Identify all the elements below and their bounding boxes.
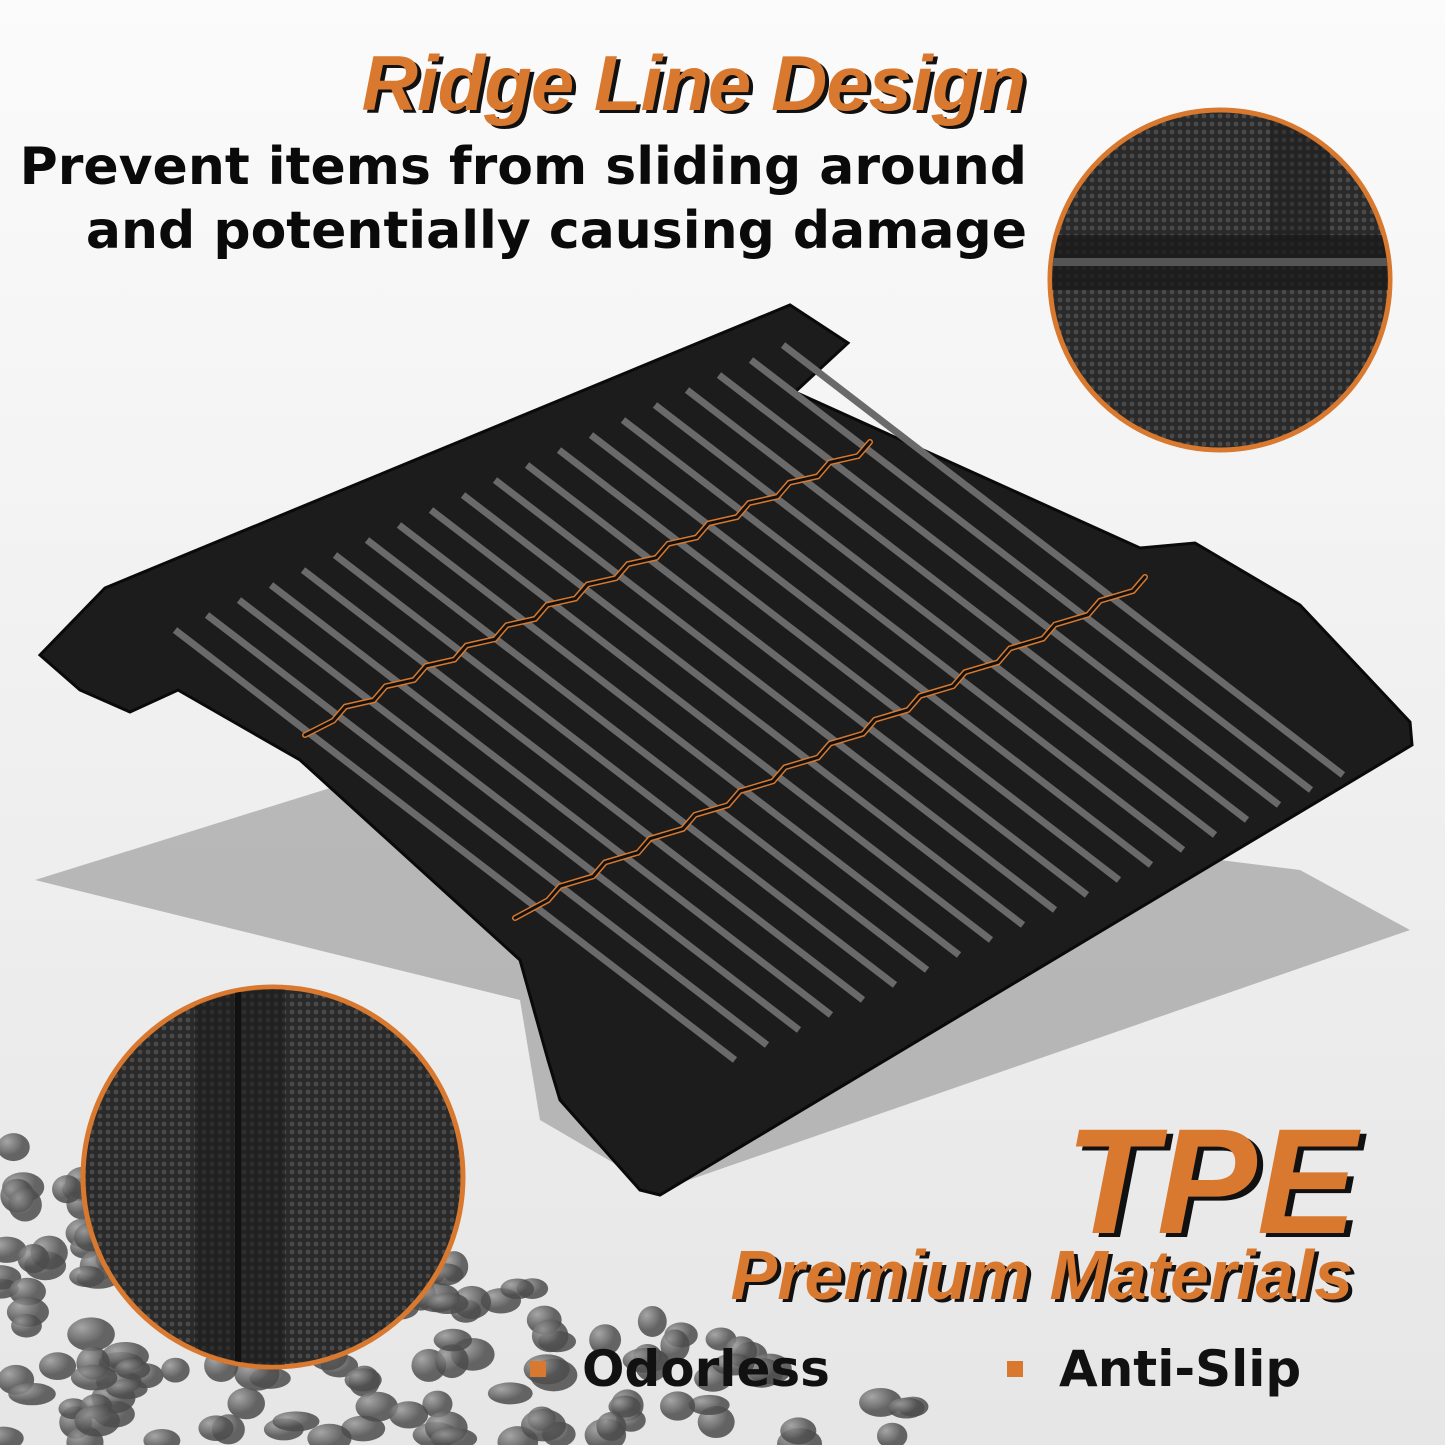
mat-rib [524, 462, 1090, 898]
bed-mat [37, 303, 1414, 1197]
pellet [67, 1317, 115, 1352]
pellet [430, 1427, 478, 1445]
mat-rib [492, 477, 1058, 913]
pellet [227, 1387, 266, 1420]
pellet [272, 1411, 320, 1432]
pellet [115, 1359, 151, 1380]
pellet [637, 1305, 667, 1337]
mat-rib [684, 387, 1250, 823]
feature-label: Anti-Slip [1059, 1340, 1302, 1398]
pellet [660, 1391, 696, 1421]
pellet [106, 1379, 148, 1400]
pellet [69, 1265, 105, 1288]
pellet [520, 1408, 566, 1442]
pellet [876, 1422, 908, 1445]
mat-rib [268, 582, 834, 1018]
pellet [38, 1352, 77, 1381]
pellet [143, 1428, 181, 1445]
pellet [608, 1395, 641, 1418]
pellet [422, 1390, 453, 1418]
pellet [344, 1368, 382, 1392]
pellet [161, 1357, 190, 1383]
pellet [500, 1278, 535, 1300]
pellet [74, 1405, 120, 1437]
mat-rib [780, 342, 1346, 778]
headline-subtitle-line1: Prevent items from sliding around [19, 137, 1027, 197]
mat-rib [588, 432, 1154, 868]
pellet [198, 1415, 234, 1442]
ridge-lines [302, 439, 1148, 921]
pellet [389, 1401, 429, 1429]
pellet [8, 1188, 42, 1222]
mat-rib [620, 417, 1186, 853]
mat-rib [716, 372, 1282, 808]
mat-rib [556, 447, 1122, 883]
material-title: TPE [1065, 1097, 1357, 1265]
pellet [0, 1426, 24, 1445]
mat-rib [204, 612, 770, 1048]
mat-rib [364, 537, 930, 973]
ridge-closeup [1047, 107, 1393, 453]
mat-rib [748, 357, 1314, 793]
pellet [70, 1364, 118, 1391]
pellet [531, 1319, 569, 1353]
texture-closeup [80, 984, 466, 1370]
feature-label: Odorless [582, 1340, 830, 1398]
material-subtitle: Premium Materials [730, 1236, 1353, 1314]
pellet [712, 1353, 755, 1376]
pellet [688, 1394, 730, 1416]
mat-rib [396, 522, 962, 958]
pellet [17, 1244, 50, 1274]
bullet-icon [530, 1361, 546, 1377]
bullet-icon [1007, 1361, 1023, 1377]
pellet [660, 1329, 690, 1362]
mat-rib [236, 597, 802, 1033]
pellet [427, 1292, 469, 1315]
pellet [589, 1324, 622, 1356]
pellet [52, 1175, 82, 1204]
pellet [8, 1382, 56, 1406]
pellet [433, 1328, 473, 1352]
headline-subtitle-line2: and potentially causing damage [85, 201, 1027, 261]
pellet [355, 1391, 399, 1422]
pellet [487, 1382, 533, 1405]
pellet [307, 1423, 352, 1445]
pellet [435, 1344, 469, 1379]
pellet [341, 1415, 386, 1442]
headline-title: Ridge Line Design [361, 39, 1026, 127]
pellet [11, 1313, 42, 1338]
mat-rib [460, 492, 1026, 928]
pellet [0, 1133, 30, 1162]
feature-odorless: Odorless [530, 1340, 830, 1398]
mat-rib [428, 507, 994, 943]
pellet [596, 1412, 627, 1441]
mat-rib [652, 402, 1218, 838]
pellet [888, 1397, 925, 1419]
mat-ribs [172, 342, 1346, 1063]
feature-anti-slip: Anti-Slip [1007, 1340, 1301, 1398]
mat-rib [332, 552, 898, 988]
pellet [622, 1347, 669, 1373]
pellet [780, 1417, 817, 1445]
mat-rib [172, 627, 738, 1063]
mat-rib [300, 567, 866, 1003]
